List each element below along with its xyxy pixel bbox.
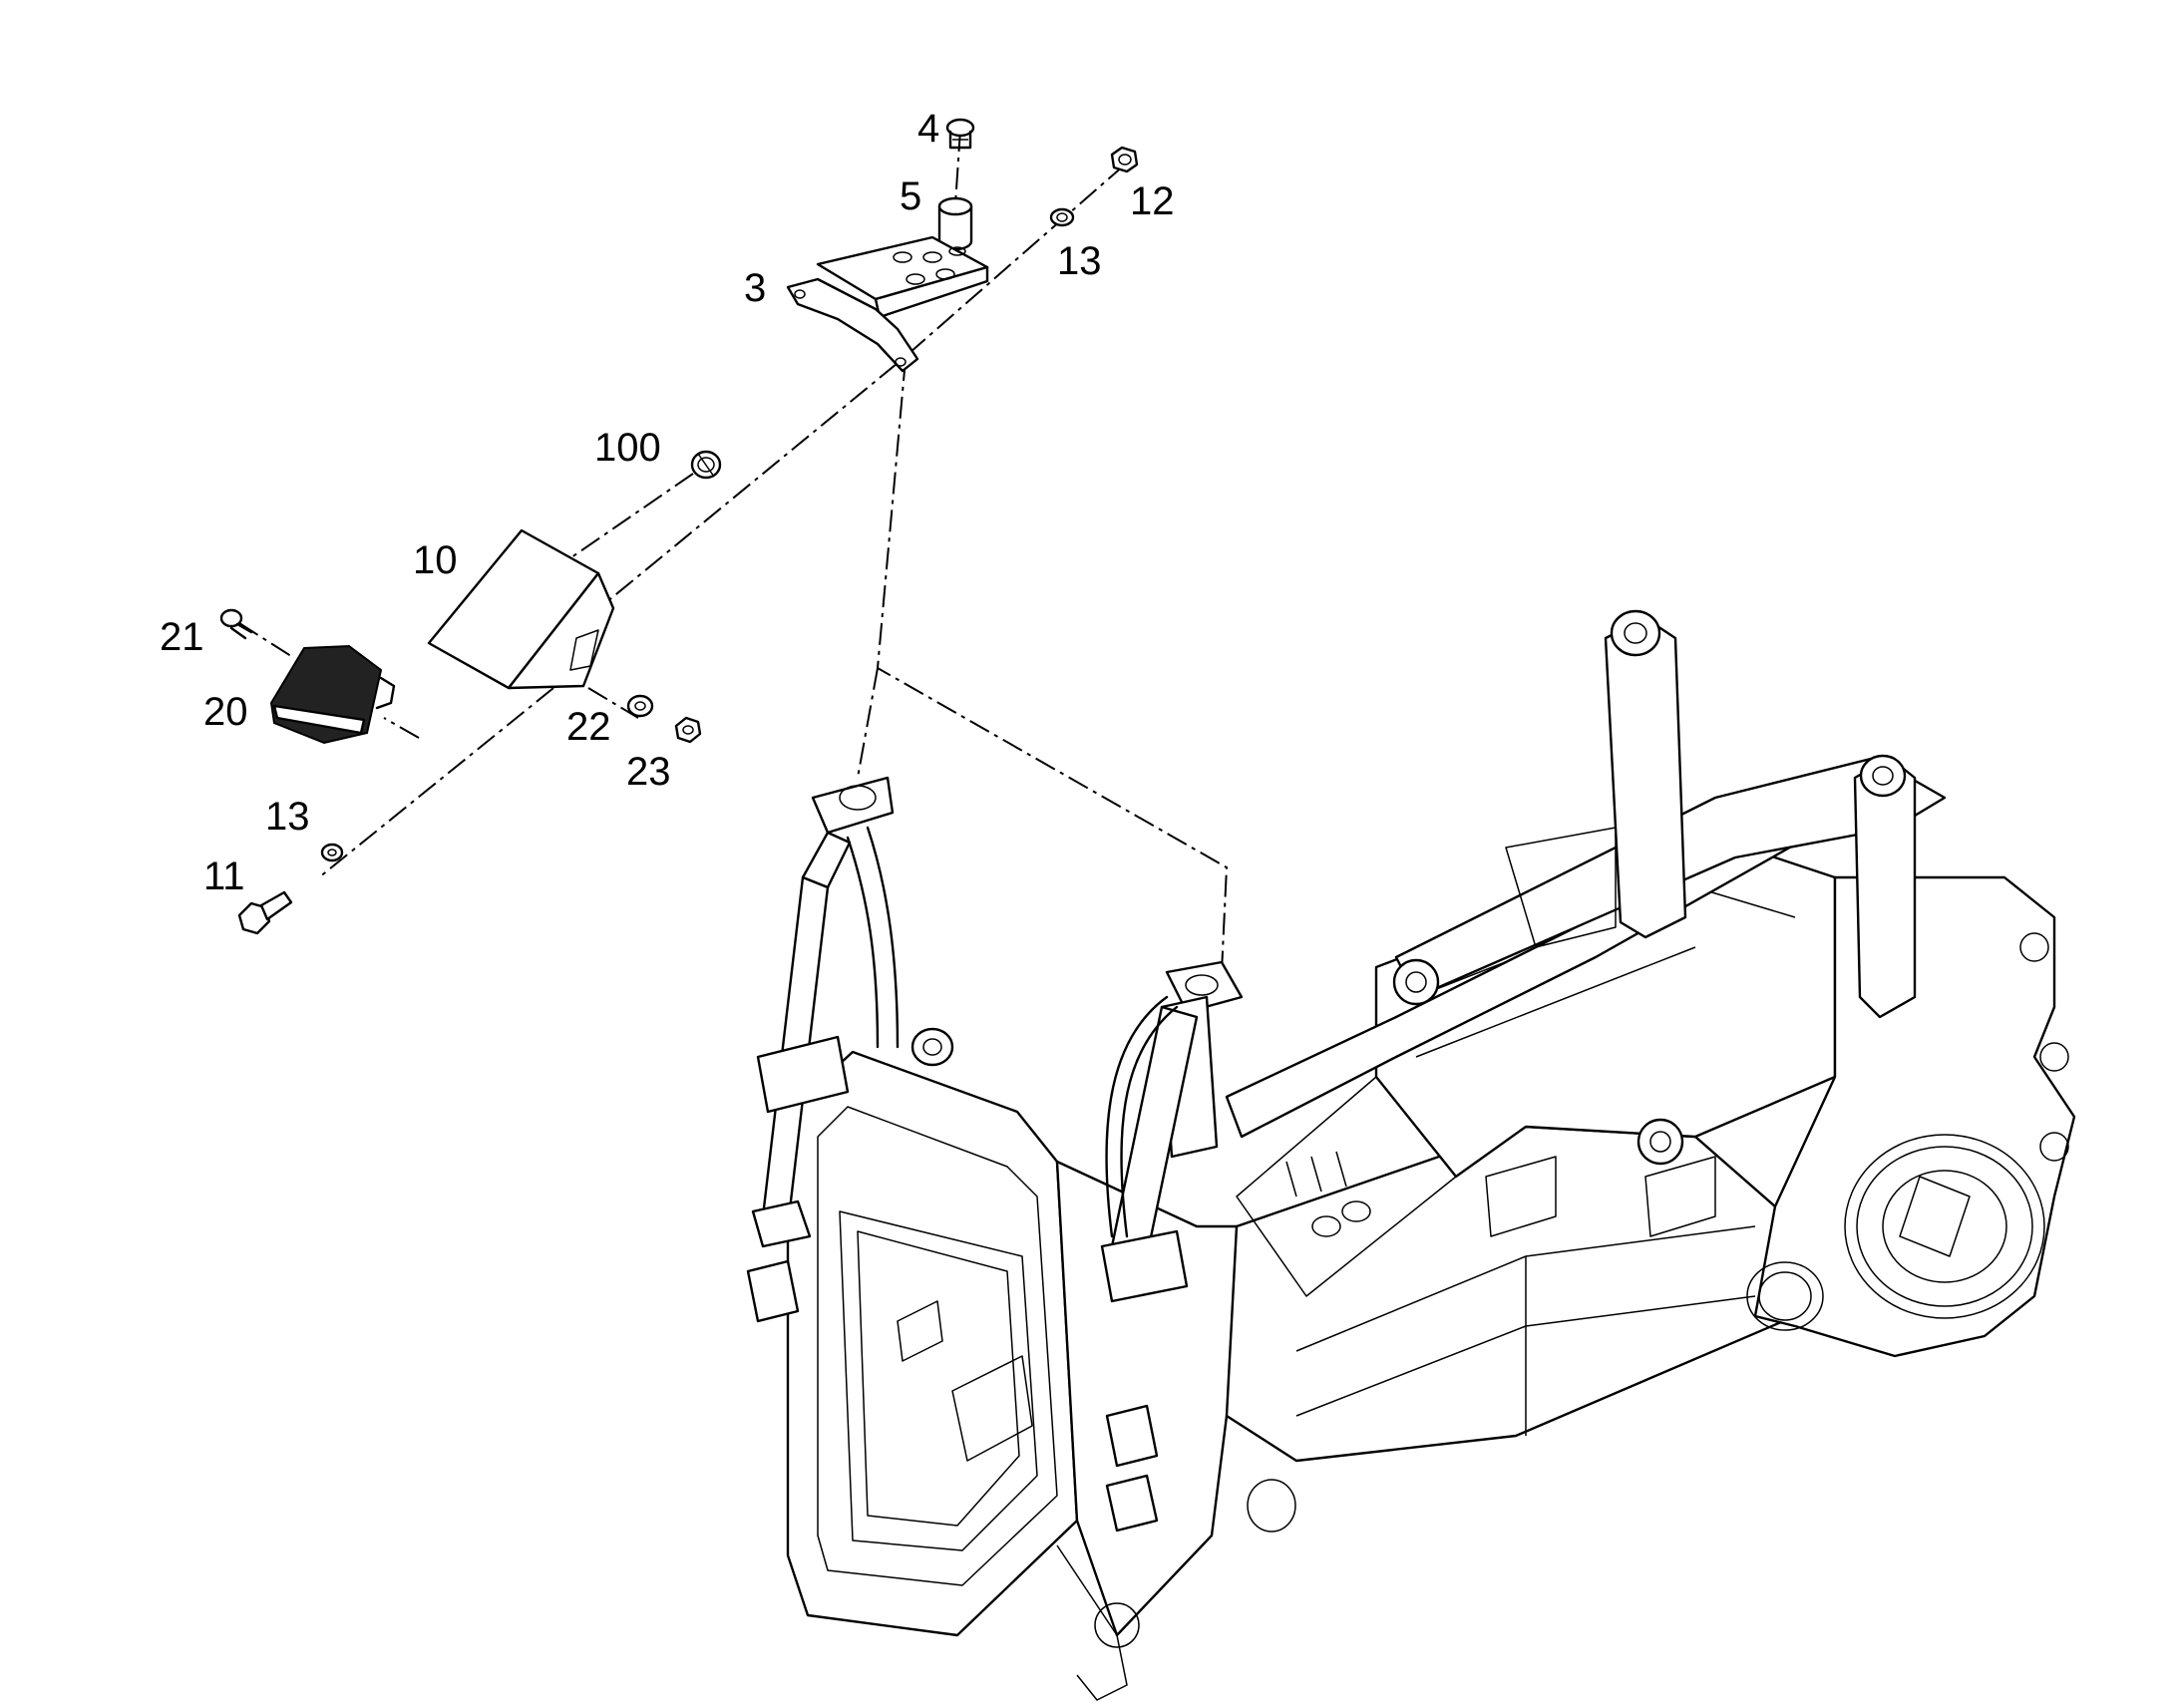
label-part-23: 23	[626, 750, 671, 794]
machine-frame	[786, 609, 2076, 1701]
label-part-100: 100	[594, 426, 661, 470]
callout-labels: 4 5 12 13 3 100 10 21 20 22 23 13 11	[160, 107, 1175, 898]
part-21-screw	[219, 608, 253, 640]
part-13-washer-lower	[320, 843, 344, 862]
label-part-21: 21	[160, 615, 204, 659]
part-23-nut	[674, 716, 702, 744]
part-13-washer-upper	[1049, 207, 1075, 227]
part-4-screw	[945, 118, 975, 150]
label-part-10: 10	[413, 538, 458, 582]
label-part-12: 12	[1130, 179, 1175, 223]
label-part-13-upper: 13	[1057, 239, 1102, 283]
label-part-22: 22	[566, 705, 611, 749]
right-cylinder	[1100, 960, 1244, 1533]
part-11-bolt	[237, 890, 293, 935]
left-cylinder	[746, 776, 900, 1323]
part-5-sleeve	[937, 196, 973, 251]
part-12-nut	[1110, 146, 1139, 173]
part-3-bracket	[786, 235, 989, 373]
label-part-11: 11	[203, 854, 245, 898]
label-part-5: 5	[900, 174, 921, 218]
label-part-20: 20	[203, 690, 248, 734]
part-100-grommet	[690, 450, 722, 480]
part-22-washer	[626, 694, 654, 718]
label-part-4: 4	[917, 107, 939, 151]
part-10-housing	[427, 528, 615, 690]
label-part-3: 3	[744, 266, 766, 310]
label-part-13-lower: 13	[265, 795, 310, 839]
part-20-lamp	[269, 644, 396, 745]
